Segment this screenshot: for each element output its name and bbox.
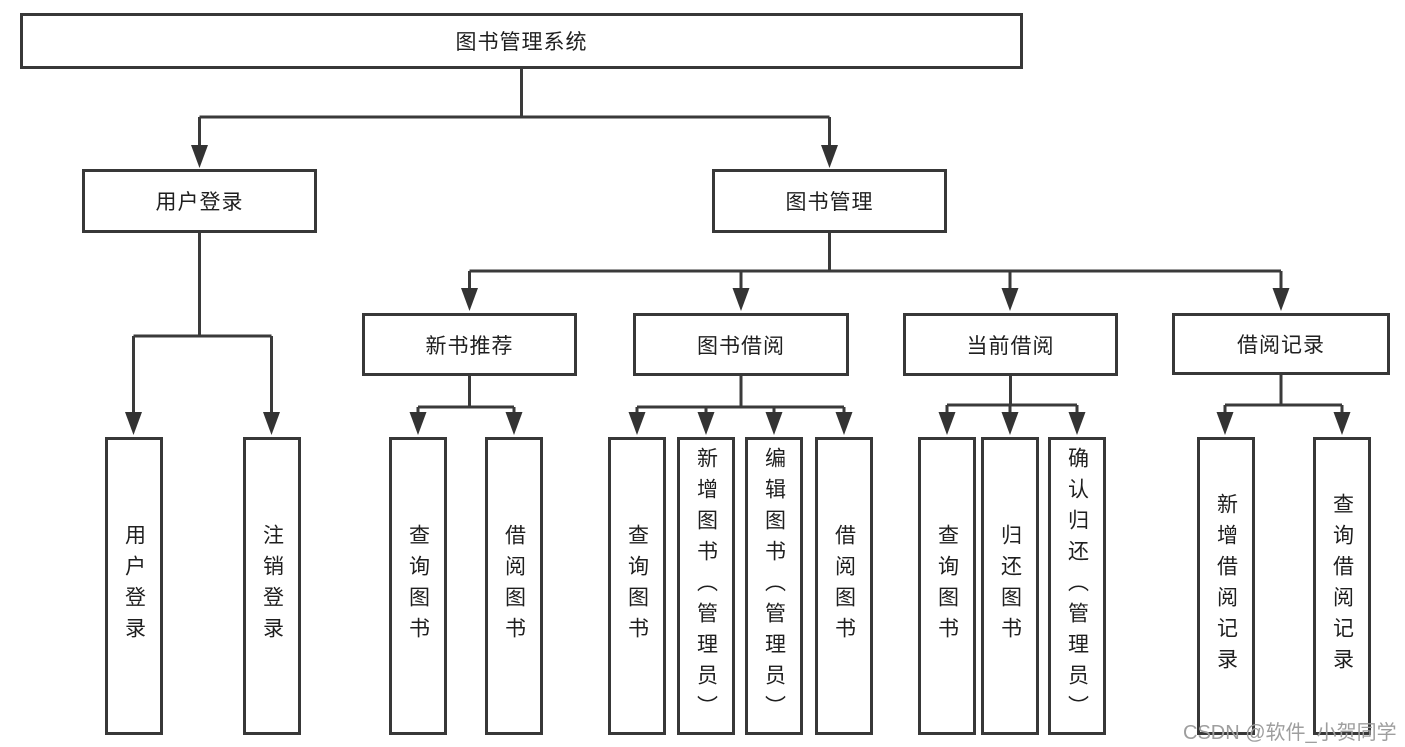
leaf-newbook-query-books-label: 查询图书 <box>406 524 430 648</box>
leaf-logout-label: 注销登录 <box>260 524 284 648</box>
leaf-newbook-borrow-books: 借阅图书 <box>485 437 543 735</box>
connector-new-book-branch <box>409 376 523 435</box>
connector-book-management-branch <box>461 233 1290 311</box>
leaf-current-return-books: 归还图书 <box>981 437 1039 735</box>
leaf-newbook-query-books: 查询图书 <box>389 437 447 735</box>
leaf-records-query-record-label: 查询借阅记录 <box>1330 493 1354 679</box>
leaf-borrow-borrow-books: 借阅图书 <box>815 437 873 735</box>
leaf-records-add-record: 新增借阅记录 <box>1197 437 1255 735</box>
node-root-label: 图书管理系统 <box>455 31 588 54</box>
connector-current-borrow-branch <box>938 376 1086 435</box>
leaf-records-query-record: 查询借阅记录 <box>1313 437 1371 735</box>
node-user-login: 用户登录 <box>82 169 317 233</box>
connector-root-to-level2 <box>191 66 838 168</box>
leaf-newbook-borrow-books-label: 借阅图书 <box>502 524 526 648</box>
node-book-management: 图书管理 <box>712 169 947 233</box>
node-new-book-recommendation: 新书推荐 <box>362 313 577 376</box>
node-borrowing-records-label: 借阅记录 <box>1237 334 1325 357</box>
leaf-borrow-query-books: 查询图书 <box>608 437 666 735</box>
leaf-records-add-record-label: 新增借阅记录 <box>1214 493 1238 679</box>
node-current-borrowing-label: 当前借阅 <box>966 334 1055 358</box>
node-book-borrowing: 图书借阅 <box>633 313 849 376</box>
node-borrowing-records: 借阅记录 <box>1172 313 1390 375</box>
leaf-user-login-label: 用户登录 <box>122 524 146 648</box>
leaf-borrow-add-books-admin-label: 新增图书（管理员） <box>694 446 718 726</box>
leaf-borrow-edit-books-admin: 编辑图书（管理员） <box>745 437 803 735</box>
leaf-current-query-books: 查询图书 <box>918 437 976 735</box>
node-user-login-label: 用户登录 <box>155 191 244 214</box>
leaf-current-query-books-label: 查询图书 <box>935 524 959 648</box>
node-book-management-label: 图书管理 <box>785 191 874 214</box>
node-book-borrowing-label: 图书借阅 <box>697 334 785 358</box>
leaf-current-return-books-label: 归还图书 <box>998 524 1022 648</box>
leaf-borrow-borrow-books-label: 借阅图书 <box>832 524 856 648</box>
leaf-borrow-add-books-admin: 新增图书（管理员） <box>677 437 735 735</box>
node-new-book-label: 新书推荐 <box>425 334 514 358</box>
connector-book-borrow-branch <box>628 376 853 435</box>
leaf-borrow-query-books-label: 查询图书 <box>625 524 649 648</box>
leaf-user-login: 用户登录 <box>105 437 163 735</box>
leaf-logout: 注销登录 <box>243 437 301 735</box>
leaf-borrow-edit-books-admin-label: 编辑图书（管理员） <box>762 446 786 726</box>
node-current-borrowing: 当前借阅 <box>903 313 1118 376</box>
connector-user-login-branch <box>125 233 280 435</box>
watermark-text: CSDN @软件_小贺同学 <box>1183 722 1397 744</box>
node-root: 图书管理系统 <box>20 13 1023 69</box>
connector-borrow-records-branch <box>1216 373 1351 435</box>
leaf-current-confirm-return-admin-label: 确认归还（管理员） <box>1065 446 1089 726</box>
leaf-current-confirm-return-admin: 确认归还（管理员） <box>1048 437 1106 735</box>
